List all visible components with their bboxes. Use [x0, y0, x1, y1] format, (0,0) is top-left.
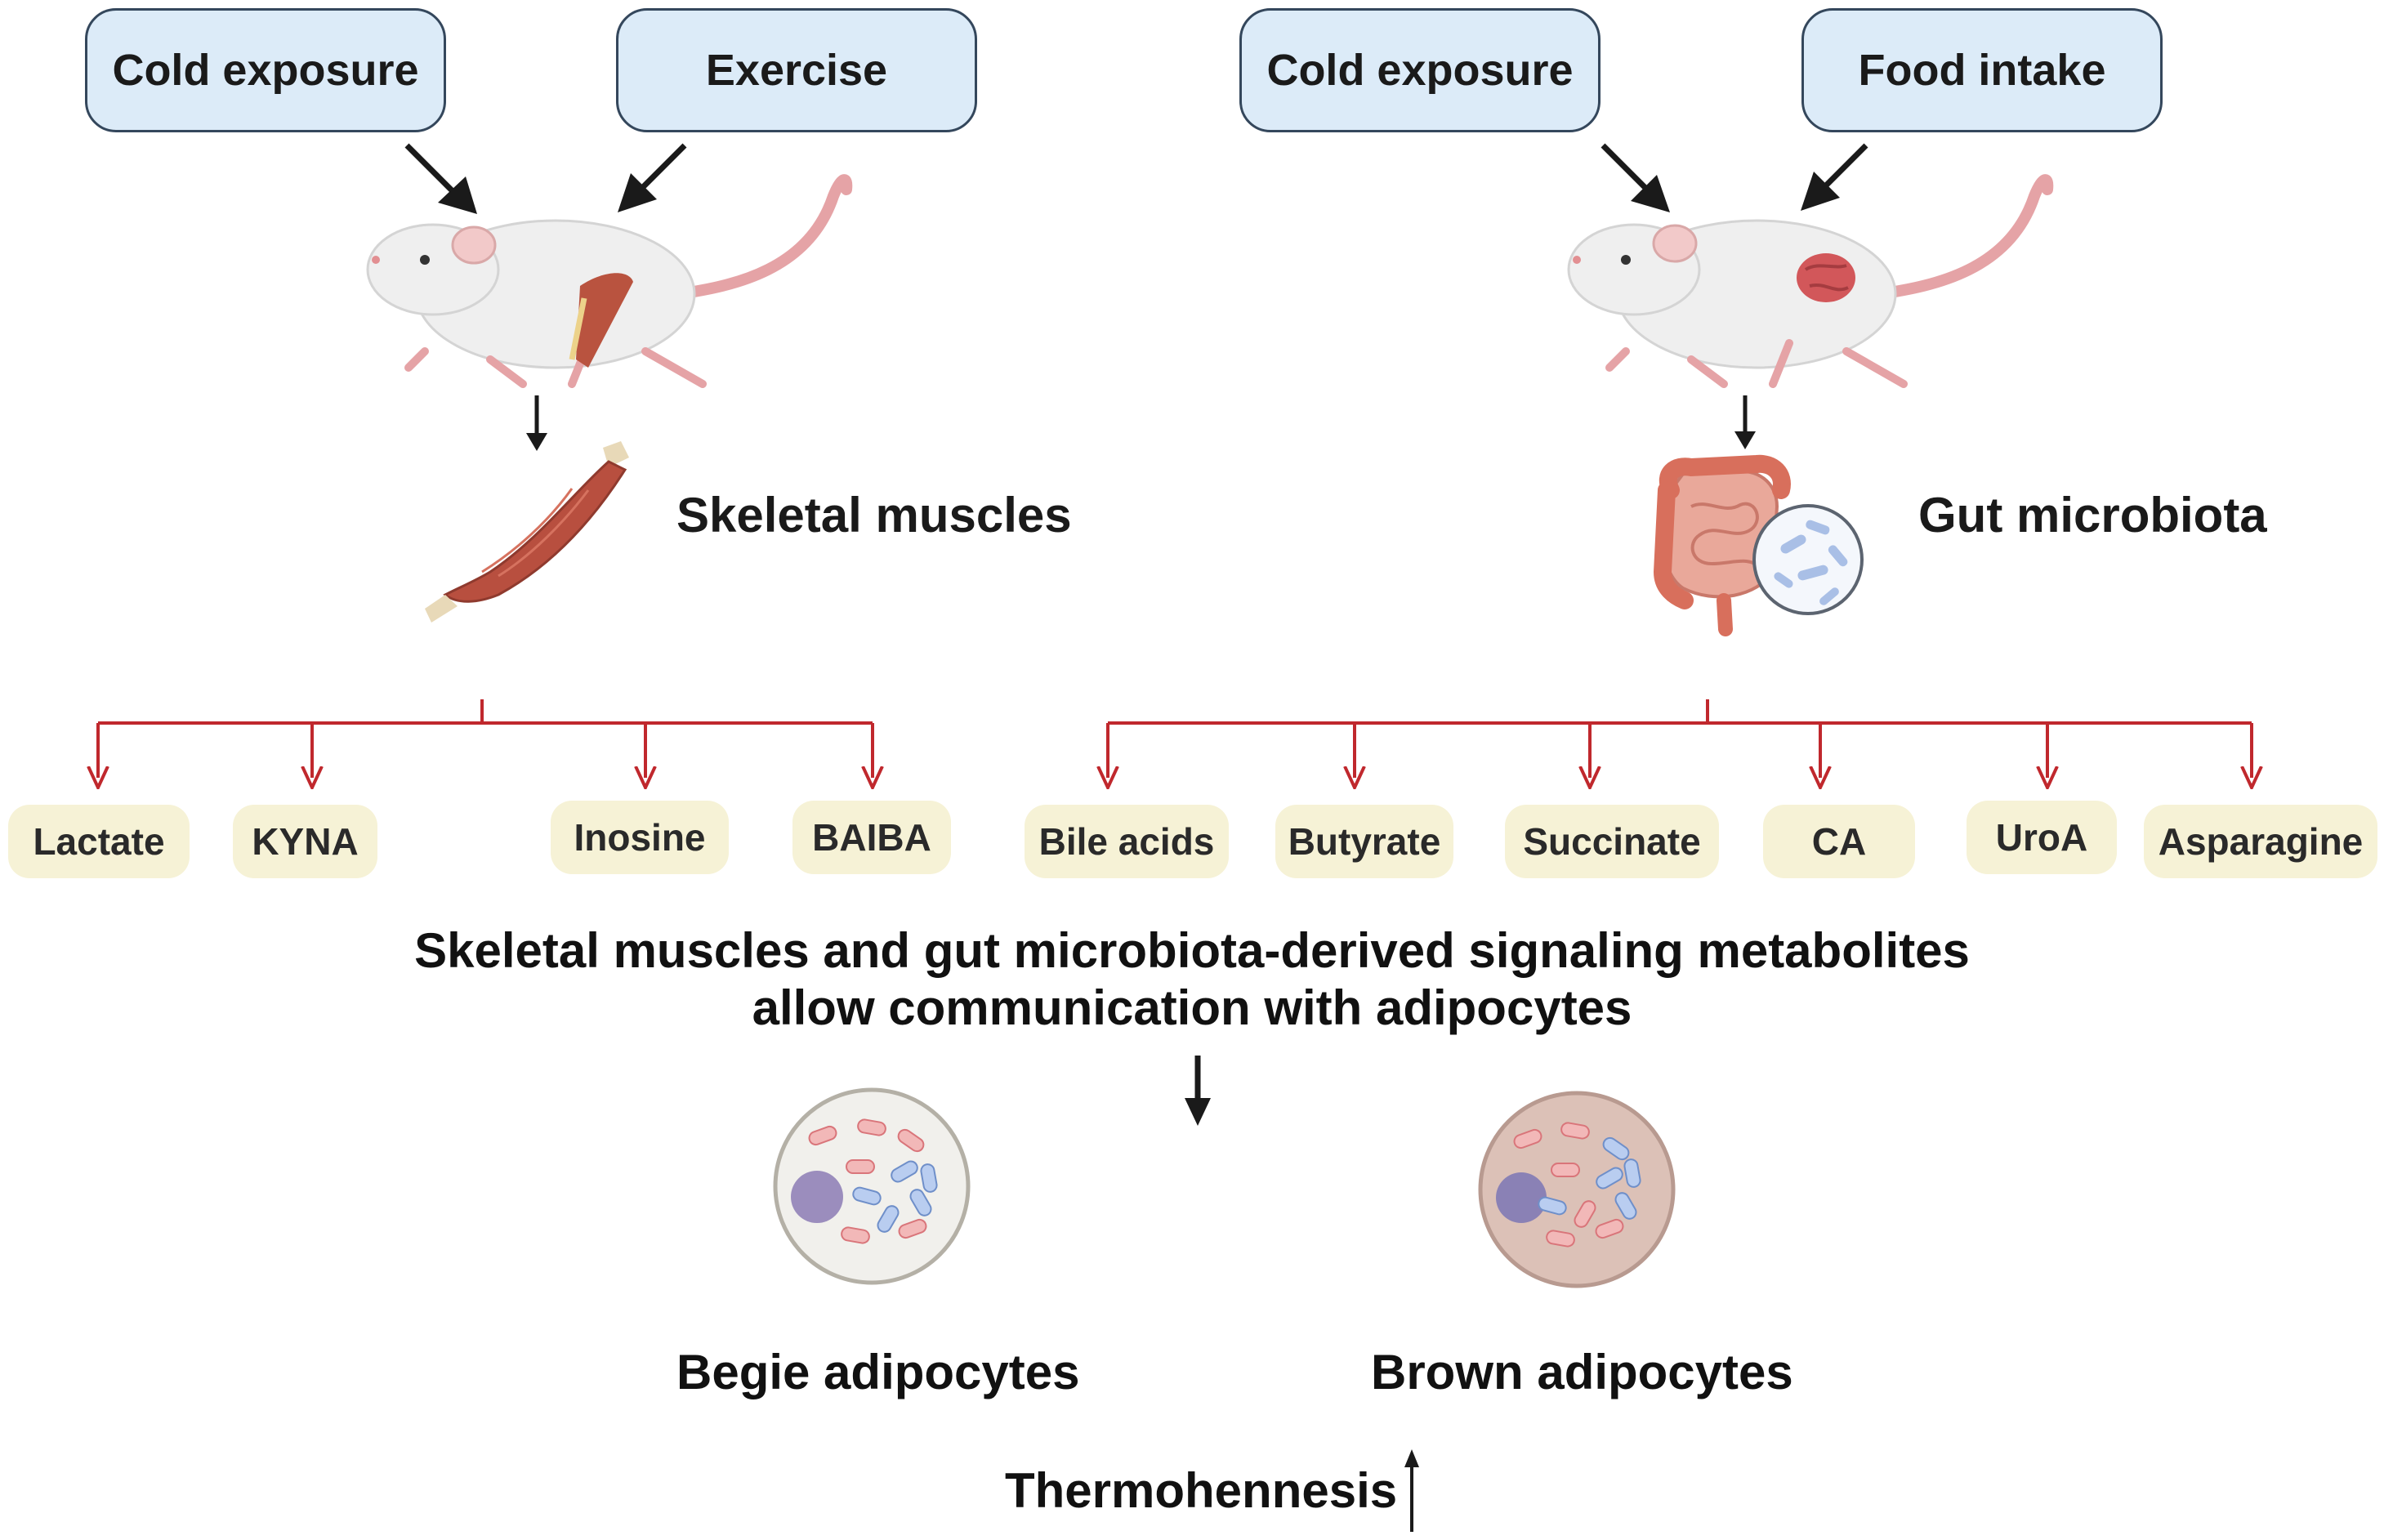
left-branch-drops [98, 723, 873, 778]
metabolite-kyna: KYNA [233, 805, 377, 878]
thermogenesis-label: Thermohennesis [1005, 1463, 1398, 1518]
left-branch-tree [98, 699, 873, 725]
beige-mito-mitochondrion [891, 1160, 918, 1183]
beige-adipocytes-label: Begie adipocytes [676, 1345, 1080, 1399]
organ-label-gut-microbiota: Gut microbiota [1918, 488, 2267, 542]
brown-mito-mitochondrion [1513, 1128, 1542, 1149]
beige-mito-mitochondrion [852, 1186, 882, 1206]
organ-label-skeletal-muscles: Skeletal muscles [676, 488, 1072, 542]
stimulus-cold-exposure-right: Cold exposure [1239, 8, 1600, 132]
brown-mito-mitochondrion [1574, 1200, 1596, 1228]
brown-mito-mitochondrion [1595, 1218, 1624, 1239]
beige-mito-mitochondrion [857, 1118, 886, 1136]
beige-mito-mitochondrion [808, 1125, 837, 1146]
beige-mito-mitochondrion [920, 1163, 938, 1193]
beige-adipocyte-illustration [773, 1087, 971, 1285]
beige-mito-mitochondrion [897, 1128, 925, 1153]
beige-mito-mitochondrion [898, 1218, 927, 1239]
metabolite-lactate: Lactate [8, 805, 190, 878]
metabolite-inosine: Inosine [551, 801, 729, 874]
stimulus-exercise: Exercise [616, 8, 977, 132]
brown-mito-mitochondrion [1551, 1163, 1580, 1177]
beige-mito-mitochondrion [877, 1205, 900, 1233]
metabolite-baiba: BAIBA [792, 801, 951, 874]
stimulus-cold-exposure-left: Cold exposure [85, 8, 446, 132]
mouse-left-illustration [366, 174, 853, 388]
skeletal-muscle-illustration [425, 441, 629, 623]
metabolite-asparagine: Asparagine [2144, 805, 2377, 878]
brown-mito-mitochondrion [1602, 1136, 1630, 1161]
brown-mito-mitochondrion [1538, 1196, 1567, 1216]
brown-mito-mitochondrion [1596, 1167, 1623, 1190]
brown-adipocyte-illustration [1478, 1091, 1676, 1288]
stimulus-food-intake: Food intake [1801, 8, 2163, 132]
organ-arrows [526, 395, 1756, 451]
metabolite-uroa: UroA [1967, 801, 2117, 874]
beige-mito-mitochondrion [846, 1159, 875, 1174]
metabolite-succinate: Succinate [1505, 805, 1719, 878]
brown-adipocytes-label: Brown adipocytes [1371, 1345, 1793, 1399]
brown-mito-mitochondrion [1560, 1122, 1590, 1140]
metabolite-butyrate: Butyrate [1275, 805, 1453, 878]
brown-mito-mitochondrion [1623, 1158, 1641, 1188]
beige-mito-mitochondrion [841, 1226, 870, 1244]
brown-mito-mitochondrion [1546, 1230, 1575, 1248]
summary-line-1: Skeletal muscles and gut microbiota-deri… [414, 923, 1970, 978]
right-branch-tree [1108, 699, 2252, 725]
metabolite-bile-acids: Bile acids [1025, 805, 1229, 878]
central-down-arrow [1185, 1056, 1211, 1126]
beige-mito-mitochondrion [909, 1189, 932, 1216]
thermogenesis-up-arrow [1404, 1449, 1419, 1532]
gut-illustration [1653, 454, 1864, 636]
brown-mito-mitochondrion [1614, 1192, 1637, 1220]
mouse-right-illustration [1567, 174, 2054, 388]
summary-line-2: allow communication with adipocytes [752, 980, 1632, 1035]
right-branch-drops [1108, 723, 2252, 778]
metabolite-ca: CA [1763, 805, 1915, 878]
stimulus-arrows [404, 143, 1868, 214]
